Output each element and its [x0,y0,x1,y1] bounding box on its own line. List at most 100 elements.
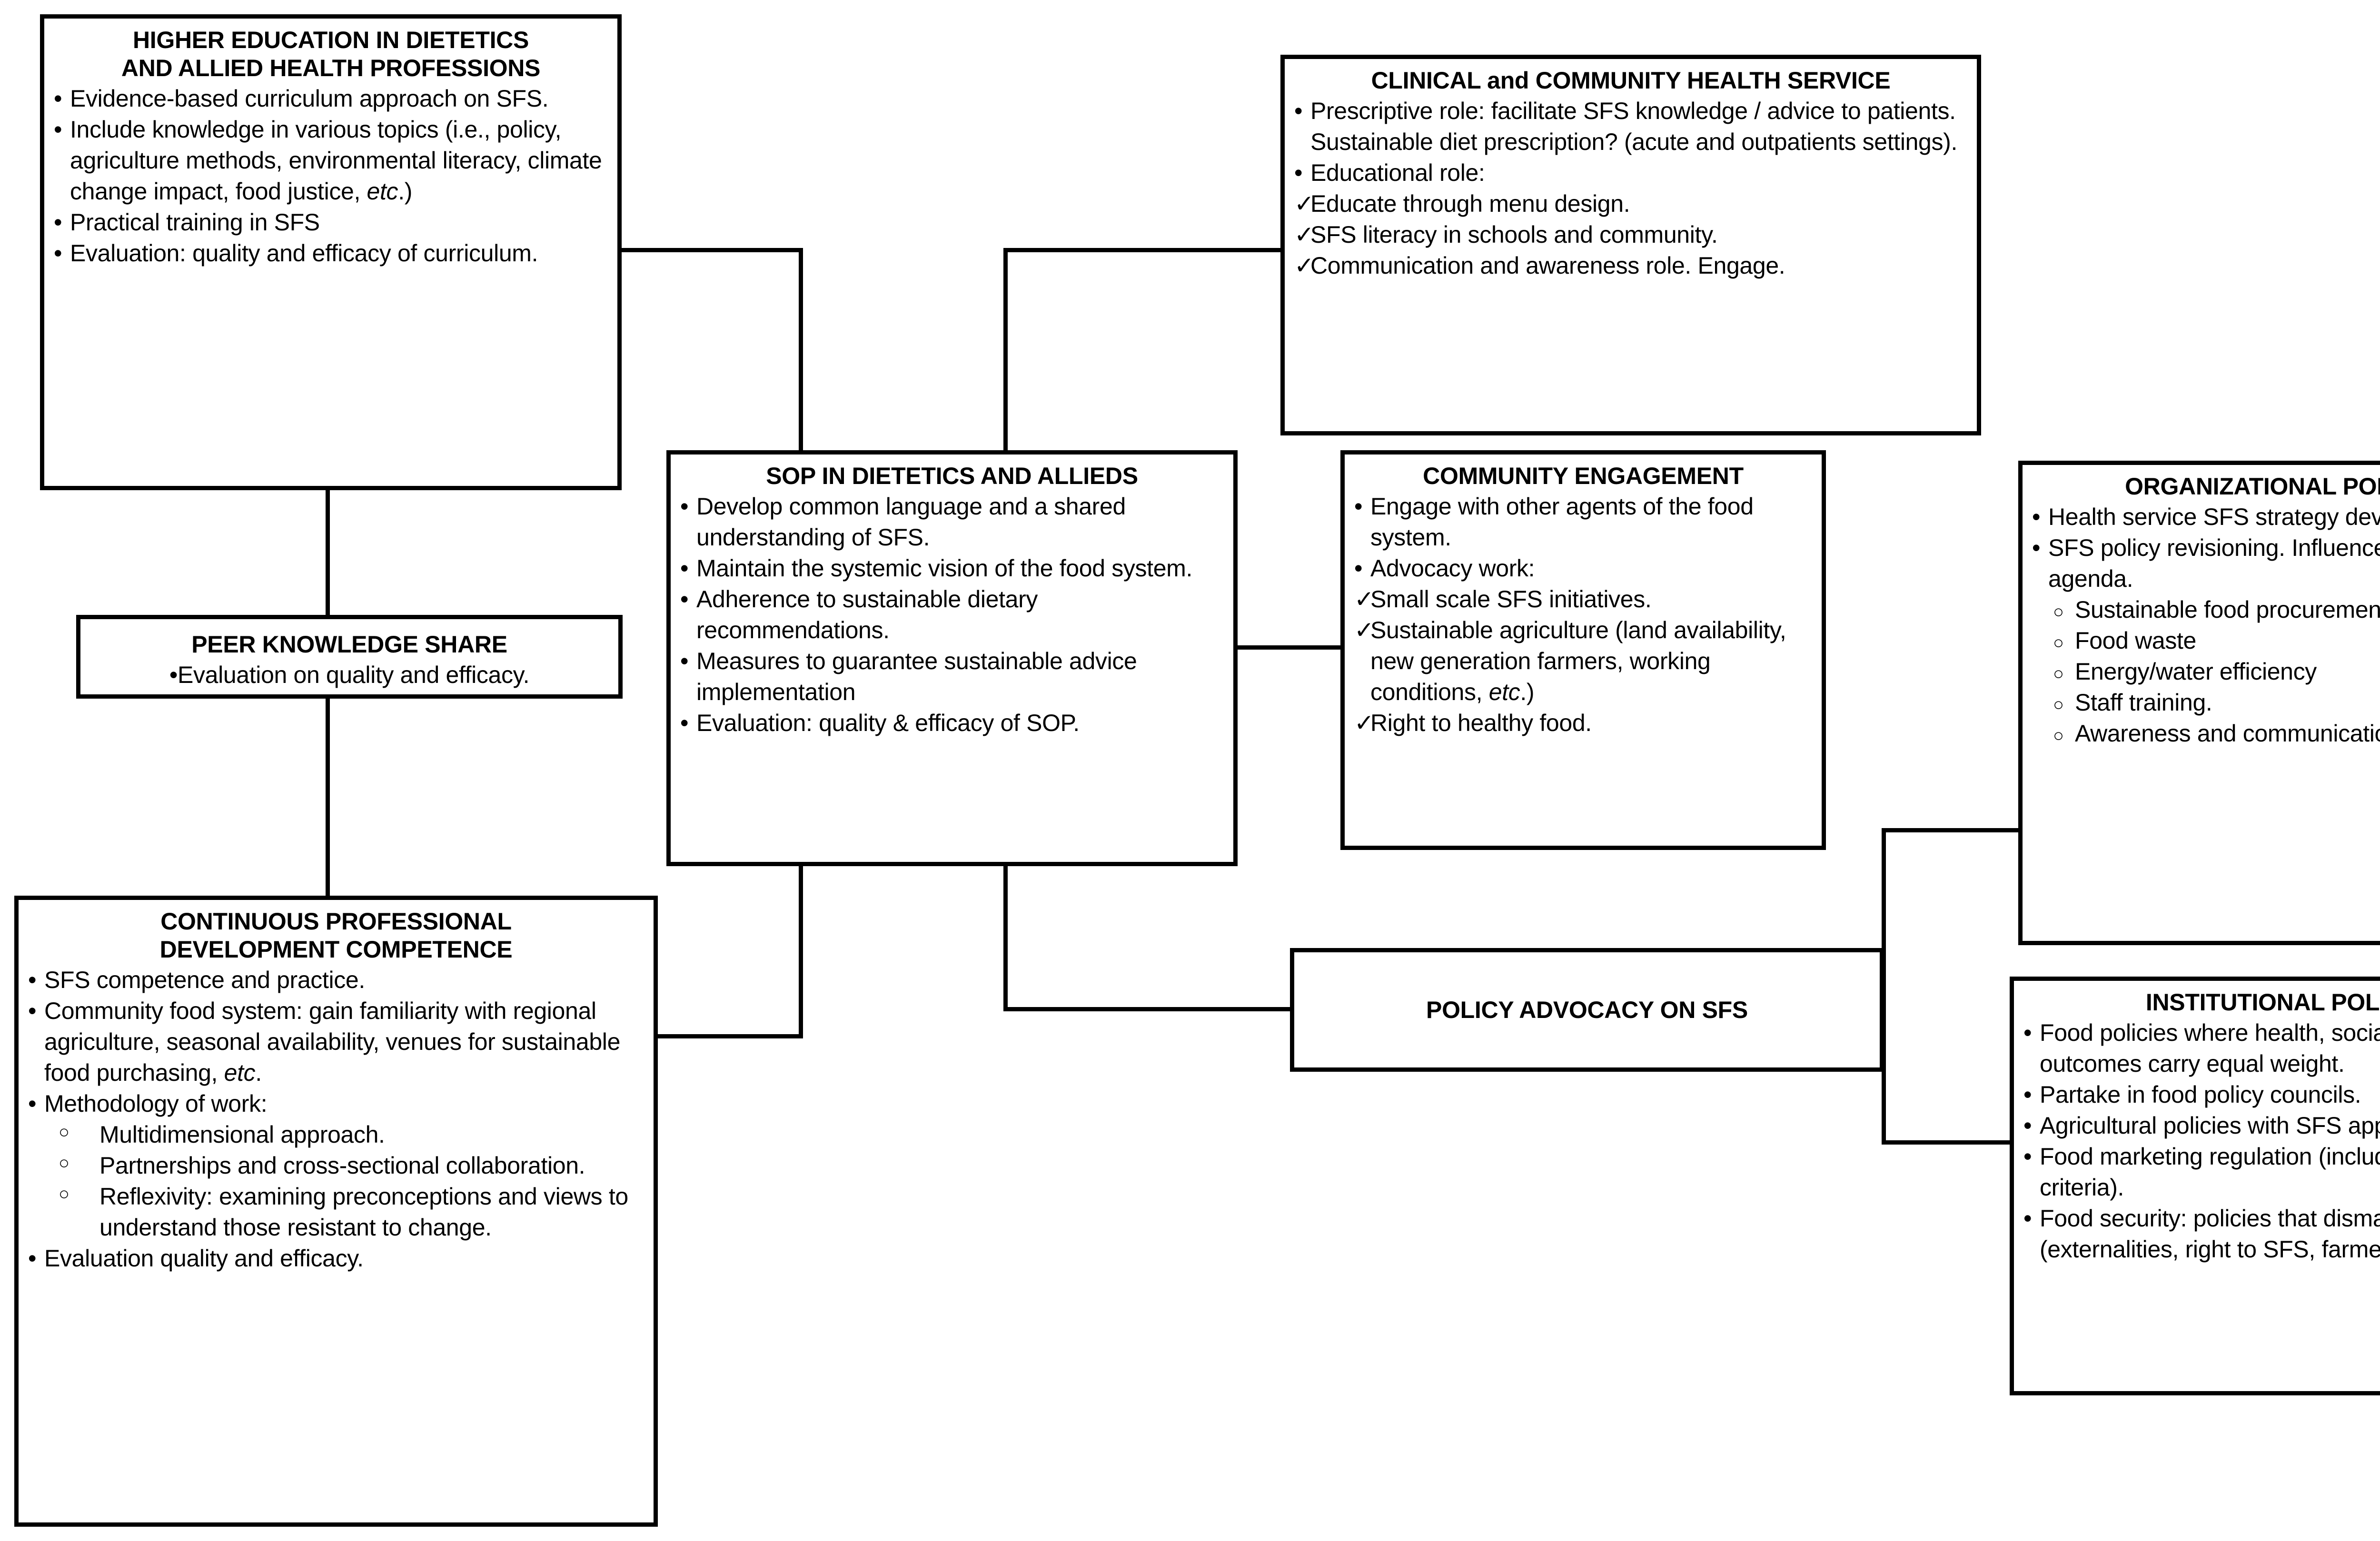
list-item: Advocacy work: [1354,553,1812,584]
emphasis-etc: etc [1488,679,1520,705]
bullet-dot-icon [54,114,62,145]
box-clinical-community-health-service[interactable]: CLINICAL and COMMUNITY HEALTH SERVICE Pr… [1280,55,1981,435]
check-icon [1354,584,1374,615]
bullet-dot-icon [680,646,688,677]
connector-sop-to-policy-horizontal [1003,1007,1293,1011]
list-item: Food security: policies that dismantle i… [2023,1203,2380,1265]
list-item: Develop common language and a shared und… [680,491,1224,553]
bullet-dot-icon [680,584,688,615]
bullet-dot-icon [2023,1203,2032,1234]
check-icon [1294,219,1314,250]
list-item: Health service SFS strategy development. [2032,502,2380,533]
box-institutional-policy-advocacy-title: INSTITUTIONAL POLICY ADVOCACY [2145,989,2380,1016]
box-community-engagement[interactable]: COMMUNITY ENGAGEMENT Engage with other a… [1340,450,1826,850]
box-higher-education-list: Evidence-based curriculum approach on SF… [54,83,608,269]
list-item: Partake in food policy councils. [2023,1079,2380,1110]
bullet-dot-icon [2032,533,2040,563]
bullet-circle-icon [2053,625,2064,656]
list-item: Awareness and communication strategy. [2032,718,2380,749]
list-item: Community food system: gain familiarity … [28,996,644,1088]
box-sop-title: SOP IN DIETETICS AND ALLIEDS [766,463,1138,489]
box-institutional-policy-advocacy[interactable]: INSTITUTIONAL POLICY ADVOCACY Food polic… [2010,977,2380,1395]
box-higher-education-title: HIGHER EDUCATION IN DIETETICS AND ALLIED… [121,27,541,81]
list-item: Maintain the systemic vision of the food… [680,553,1224,584]
connector-highered-to-peer-vertical [326,490,330,616]
list-item: Right to healthy food. [1354,708,1812,739]
box-organizational-policy-list: Health service SFS strategy development.… [2032,502,2380,749]
check-icon [1354,708,1374,739]
bullet-dot-icon [1294,158,1302,188]
bullet-dot-icon [169,662,178,688]
list-item: Food waste [2032,625,2380,656]
bullet-dot-icon [2023,1017,2032,1048]
list-item: SFS literacy in schools and community. [1294,219,1967,250]
connector-highered-to-sop-horizontal [621,248,803,252]
bullet-dot-icon [54,238,62,269]
box-organizational-policy-title: ORGANIZATIONAL POLICY [2125,473,2380,500]
list-item: Educational role: [1294,158,1967,188]
list-item: Engage with other agents of the food sys… [1354,491,1812,553]
connector-policy-to-institutional-vertical [1882,1029,1886,1144]
list-item: Evaluation: quality & efficacy of SOP. [680,708,1224,739]
bullet-dot-icon [1354,553,1362,584]
emphasis-etc: etc [367,178,398,205]
box-community-engagement-list: Engage with other agents of the food sys… [1354,491,1812,739]
bullet-dot-icon [54,83,62,114]
list-item: Prescriptive role: facilitate SFS knowle… [1294,96,1967,158]
connector-peer-to-cpd-vertical [326,697,330,897]
list-item: Reflexivity: examining preconceptions an… [28,1181,644,1243]
bullet-dot-icon [28,965,36,996]
bullet-dot-icon [680,491,688,522]
bullet-circle-icon [2053,687,2064,718]
list-item: Evidence-based curriculum approach on SF… [54,83,608,114]
bullet-circle-icon [2053,718,2064,749]
bullet-circle-icon [2053,656,2064,687]
box-institutional-policy-advocacy-list: Food policies where health, social, ecol… [2023,1017,2380,1265]
emphasis-etc: etc [224,1059,256,1086]
connector-policy-to-institutional-horizontal [1882,1140,2018,1145]
connector-sop-to-policy-vertical [1003,866,1008,1011]
list-item: Small scale SFS initiatives. [1354,584,1812,615]
bullet-dot-icon [28,1088,36,1119]
list-item: Sustainable food procurement [2032,594,2380,625]
box-higher-education[interactable]: HIGHER EDUCATION IN DIETETICS AND ALLIED… [40,14,622,490]
list-item: SFS competence and practice. [28,965,644,996]
bullet-dot-icon [1294,96,1302,127]
bullet-circle-icon [59,1150,69,1175]
box-community-engagement-title: COMMUNITY ENGAGEMENT [1423,463,1744,489]
connector-sop-to-clinical-vertical [1003,248,1008,453]
box-sop-in-dietetics-and-allieds[interactable]: SOP IN DIETETICS AND ALLIEDS Develop com… [666,450,1238,866]
list-item: Evaluation: quality and efficacy of curr… [54,238,608,269]
box-clinical-title: CLINICAL and COMMUNITY HEALTH SERVICE [1371,67,1891,94]
box-organizational-policy[interactable]: ORGANIZATIONAL POLICY Health service SFS… [2018,461,2380,945]
check-icon [1294,250,1314,281]
box-continuous-professional-development-title: CONTINUOUS PROFESSIONAL DEVELOPMENT COMP… [159,908,513,963]
box-continuous-professional-development-list: SFS competence and practice. Community f… [28,965,644,1274]
list-item: Staff training. [2032,687,2380,718]
list-item: Agricultural policies with SFS approach. [2023,1110,2380,1141]
bullet-circle-icon [59,1181,69,1206]
bullet-dot-icon [2023,1110,2032,1141]
box-policy-advocacy-on-sfs[interactable]: POLICY ADVOCACY ON SFS [1290,948,1884,1072]
box-sop-list: Develop common language and a shared und… [680,491,1224,739]
connector-policy-to-organizational-vertical [1882,828,1886,1033]
list-item: Evaluation quality and efficacy. [28,1243,644,1274]
list-item: Include knowledge in various topics (i.e… [54,114,608,207]
list-item: Food marketing regulation (including lab… [2023,1141,2380,1203]
bullet-dot-icon [54,207,62,238]
connector-sop-to-clinical-horizontal [1003,248,1282,252]
bullet-dot-icon [680,708,688,739]
bullet-dot-icon [680,553,688,584]
list-item: Partnerships and cross-sectional collabo… [28,1150,644,1181]
bullet-dot-icon [2023,1141,2032,1172]
box-peer-knowledge-share[interactable]: PEER KNOWLEDGE SHARE Evaluation on quali… [76,615,623,699]
list-item: Sustainable agriculture (land availabili… [1354,615,1812,708]
bullet-dot-icon [28,1243,36,1274]
list-item: Methodology of work: [28,1088,644,1119]
check-icon [1354,615,1374,646]
connector-cpd-to-sop-horizontal [658,1034,803,1038]
list-item: Adherence to sustainable dietary recomme… [680,584,1224,646]
bullet-circle-icon [2053,594,2064,625]
box-continuous-professional-development[interactable]: CONTINUOUS PROFESSIONAL DEVELOPMENT COMP… [14,896,658,1527]
